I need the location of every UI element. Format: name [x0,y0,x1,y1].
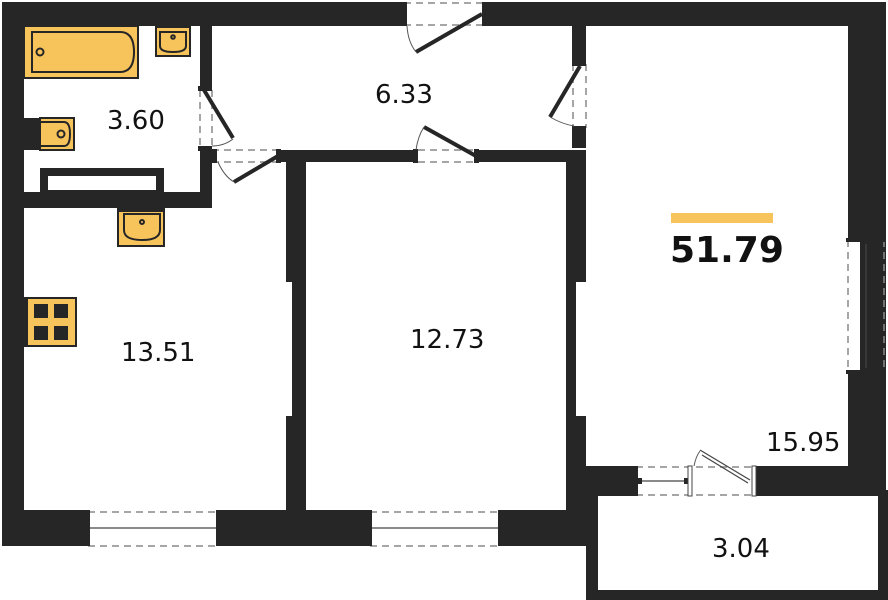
living-room-door-icon [548,62,587,130]
room-area-kitchen: 13.51 [121,338,196,368]
room-area-bathroom: 3.60 [107,106,165,136]
room-area-balcony: 3.04 [712,534,770,564]
room-area-living-room: 15.95 [766,428,841,458]
entrance-door-icon [402,2,487,54]
room-area-bedroom: 12.73 [410,325,485,355]
kitchen-door-icon [212,149,281,184]
sink-icon [155,24,191,57]
window-icon [368,510,502,547]
bathroom-door-icon [198,86,235,151]
window-icon [86,510,220,547]
total-area-accent-bar [671,213,773,223]
kitchen-sink-icon [117,206,165,247]
balcony-door-icon [634,449,757,497]
total-area-value: 51.79 [670,230,784,271]
room-area-hallway: 6.33 [375,80,433,110]
window-icon [846,238,886,374]
toilet-icon [24,117,75,151]
bathtub-icon [23,25,139,79]
stove-icon [23,297,77,347]
bedroom-door-icon [413,125,479,163]
